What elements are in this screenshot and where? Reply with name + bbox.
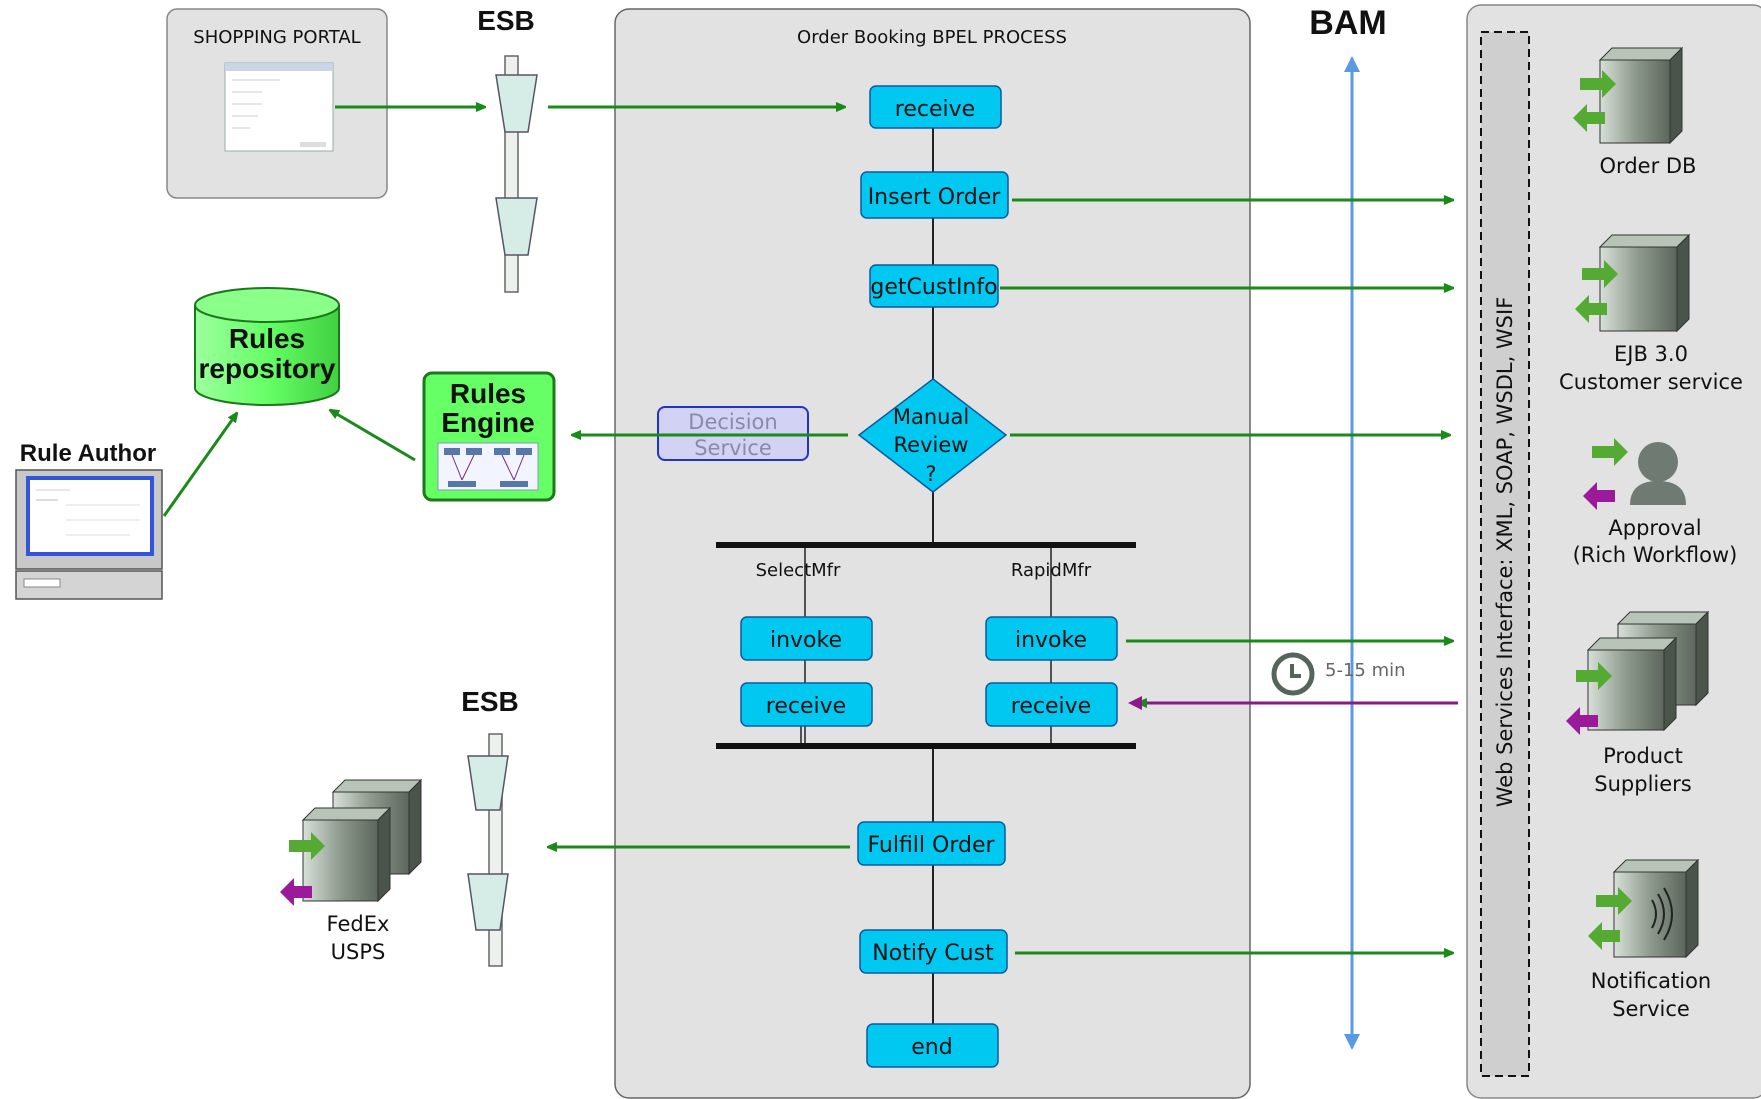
manual-review-line2: Review	[894, 433, 969, 457]
rules-repository-line2: repository	[199, 353, 336, 384]
purple-arrowhead	[1128, 696, 1142, 710]
notification-label-line1: Notification	[1591, 969, 1712, 993]
approval-label-line2: (Rich Workflow)	[1573, 543, 1738, 567]
step-notify-cust: Notify Cust	[859, 929, 1008, 974]
step-get-cust-info-label: getCustInfo	[870, 275, 997, 300]
step-end: end	[866, 1023, 999, 1068]
notification-label-line2: Service	[1612, 997, 1690, 1021]
step-notify-cust-label: Notify Cust	[872, 941, 994, 966]
fedex-label: FedEx	[327, 912, 390, 936]
bpel-process: Order Booking BPEL PROCESS receive Inser…	[614, 8, 1251, 1099]
clock-icon	[1271, 652, 1315, 696]
ejb-label-line2: Customer service	[1559, 370, 1743, 394]
decision-service: Decision Service	[657, 406, 809, 461]
step-insert-order: Insert Order	[860, 171, 1009, 219]
rules-engine-line1: Rules	[450, 378, 526, 409]
arrow-author-to-repository	[162, 413, 237, 517]
esb-bottom: ESB	[461, 686, 519, 967]
step-rapid-mfr-invoke: invoke	[985, 616, 1118, 661]
arrow-rules-engine-to-repository	[330, 410, 416, 462]
shopping-portal-title: SHOPPING PORTAL	[193, 27, 360, 48]
server-icon	[1566, 610, 1710, 735]
wireless-server-icon	[1588, 858, 1700, 959]
esb-bottom-label: ESB	[461, 686, 519, 717]
order-db-label: Order DB	[1600, 154, 1697, 178]
computer-icon	[15, 469, 163, 600]
step-rapid-mfr-receive: receive	[985, 682, 1118, 727]
product-suppliers-label-line1: Product	[1603, 744, 1683, 768]
step-rapid-mfr-receive-label: receive	[1011, 694, 1091, 719]
web-services-interface-label: Web Services Interface: XML, SOAP, WSDL,…	[1493, 297, 1517, 808]
rule-author-label: Rule Author	[20, 440, 156, 467]
order-db-service: Order DB	[1573, 46, 1697, 178]
rules-engine-line2: Engine	[441, 407, 534, 438]
rules-engine: Rules Engine	[422, 371, 556, 502]
notification-service: Notification Service	[1588, 858, 1712, 1021]
step-select-mfr-invoke: invoke	[740, 616, 873, 661]
fedex-usps-service: FedEx USPS	[280, 778, 423, 964]
step-fulfill-order-label: Fulfill Order	[867, 833, 995, 858]
timer: 5-15 min	[1271, 652, 1406, 696]
ejb-label-line1: EJB 3.0	[1614, 342, 1688, 366]
esb-top: ESB	[477, 5, 538, 293]
step-rapid-mfr-invoke-label: invoke	[1015, 628, 1087, 653]
person-icon	[1583, 438, 1686, 510]
bam: BAM	[1309, 4, 1387, 1050]
timer-label: 5-15 min	[1325, 660, 1406, 681]
decision-service-line1: Decision	[688, 410, 777, 434]
shopping-portal: SHOPPING PORTAL	[166, 8, 388, 199]
bam-label: BAM	[1309, 4, 1386, 42]
rules-tree-icon	[437, 442, 539, 491]
branch-rapid-mfr-label: RapidMfr	[1011, 560, 1092, 581]
esb-bus-icon	[467, 733, 509, 967]
step-select-mfr-receive-label: receive	[766, 694, 846, 719]
decision-service-line2: Service	[694, 436, 772, 460]
manual-review-line1: Manual	[893, 405, 969, 429]
step-receive-label: receive	[895, 97, 975, 122]
rules-repository-line1: Rules	[229, 323, 305, 354]
step-select-mfr-invoke-label: invoke	[770, 628, 842, 653]
fork-bar	[716, 542, 1136, 548]
step-manual-review: Manual Review ?	[857, 378, 1008, 493]
step-insert-order-label: Insert Order	[868, 185, 1002, 210]
step-end-label: end	[911, 1035, 952, 1060]
esb-top-label: ESB	[477, 5, 535, 36]
approval-service: Approval (Rich Workflow)	[1573, 438, 1738, 567]
bpel-title: Order Booking BPEL PROCESS	[797, 27, 1067, 48]
server-icon	[280, 778, 423, 906]
connectors	[162, 107, 1458, 953]
browser-screenshot-icon	[224, 62, 334, 152]
usps-label: USPS	[331, 940, 386, 964]
step-select-mfr-receive: receive	[740, 682, 873, 727]
approval-label-line1: Approval	[1608, 516, 1701, 540]
ejb-service: EJB 3.0 Customer service	[1559, 233, 1743, 394]
rules-repository: Rules repository	[194, 287, 340, 406]
product-suppliers-label-line2: Suppliers	[1594, 772, 1691, 796]
product-suppliers-service: Product Suppliers	[1566, 610, 1710, 796]
branch-select-mfr-label: SelectMfr	[756, 560, 841, 581]
step-receive: receive	[869, 85, 1002, 129]
database-icon	[194, 287, 340, 406]
esb-bus-icon	[495, 55, 538, 293]
manual-review-line3: ?	[925, 462, 936, 486]
server-icon	[1575, 233, 1691, 333]
rule-author: Rule Author	[15, 440, 163, 600]
join-bar	[716, 743, 1136, 749]
step-get-cust-info: getCustInfo	[869, 264, 999, 308]
server-icon	[1573, 46, 1684, 145]
step-fulfill-order: Fulfill Order	[857, 821, 1006, 866]
